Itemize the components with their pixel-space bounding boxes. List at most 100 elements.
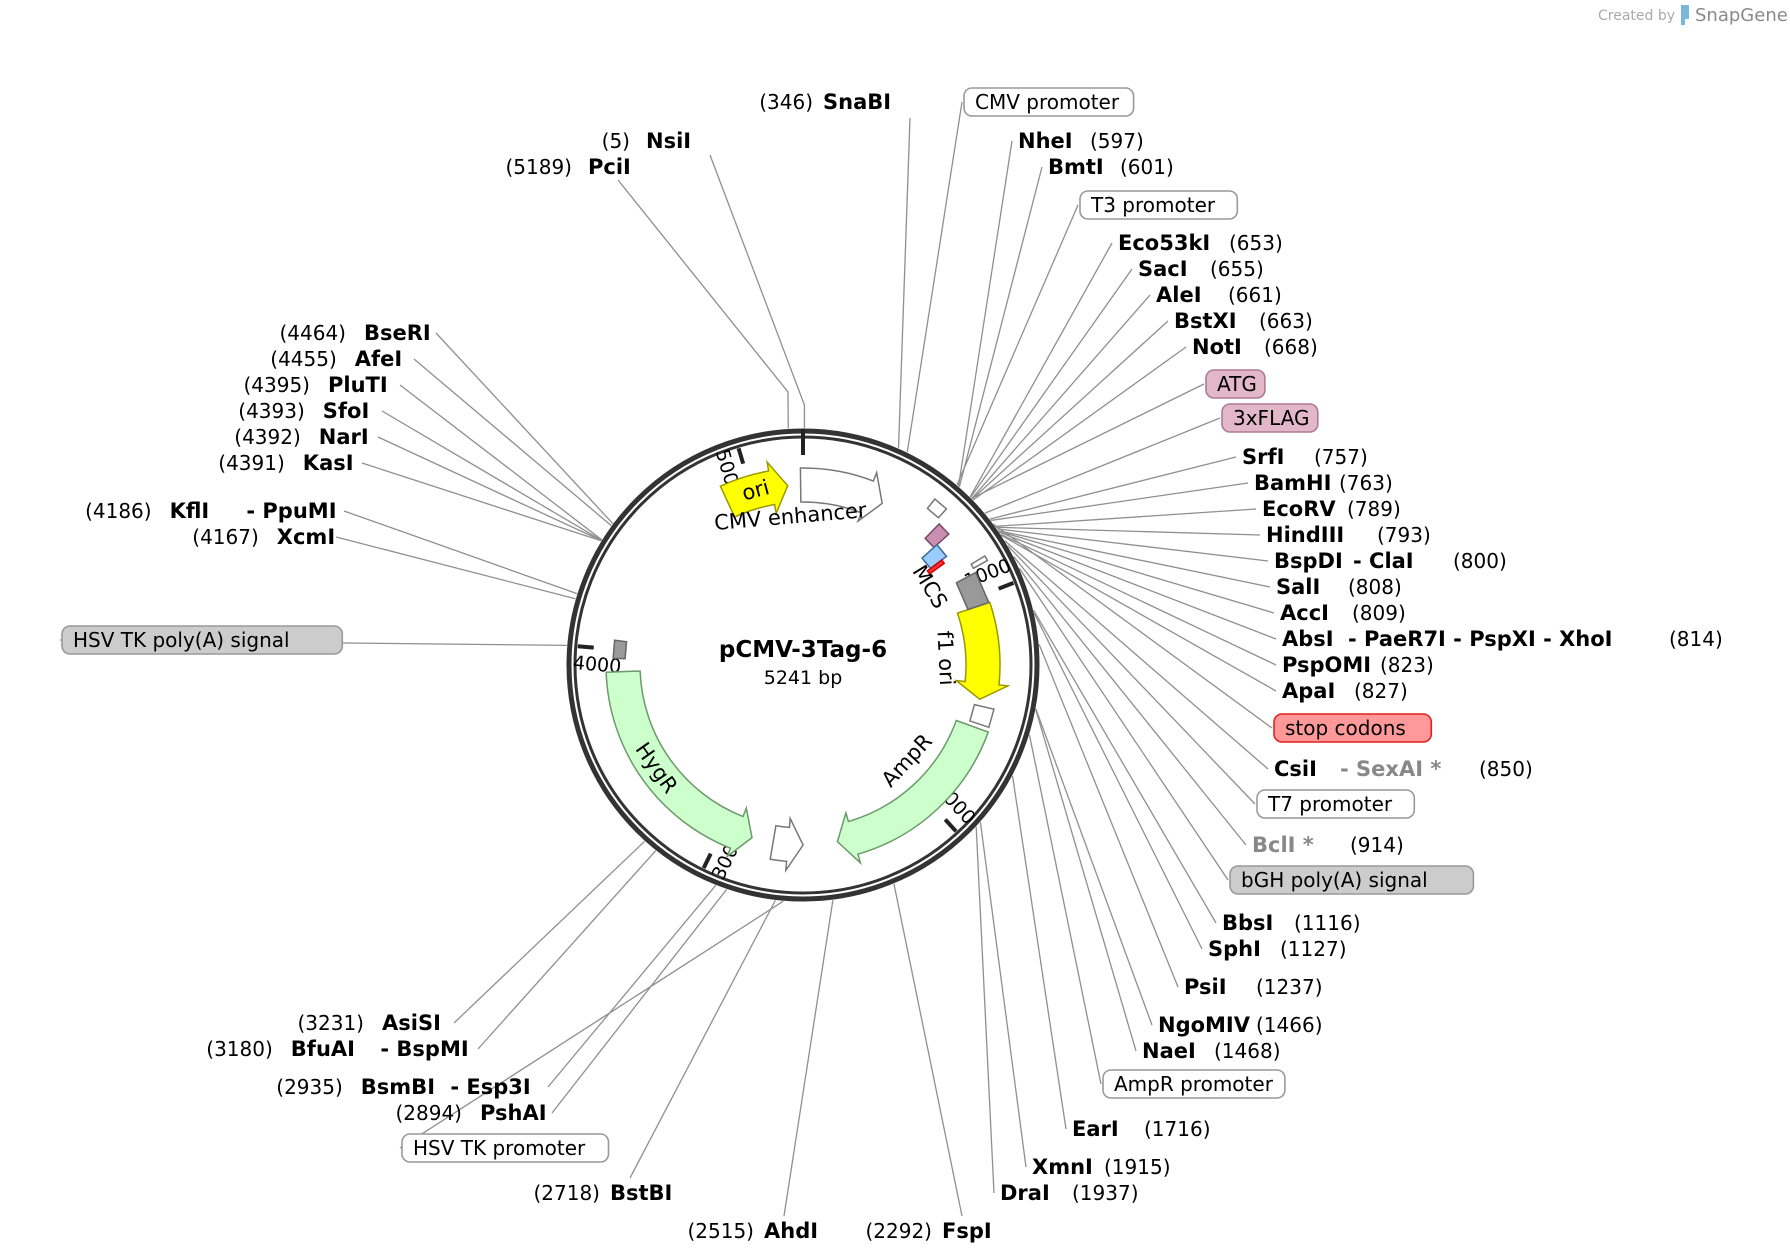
enzyme-alt-name: - Esp3I [450,1075,530,1099]
enzyme-name: SfoI [323,399,370,423]
enzyme-position: (1915) [1104,1155,1171,1179]
enzyme-label-csii: CsiI- SexAI *(850) [1274,757,1533,781]
enzyme-name: PspOMI [1282,653,1371,677]
enzyme-label-eari: EarI(1716) [1072,1117,1211,1141]
leader-line [1038,643,1179,988]
enzyme-position: (1237) [1256,975,1323,999]
enzyme-label-alei: AleI(661) [1156,283,1282,307]
enzyme-position: (4455) [270,347,337,371]
enzyme-position: (668) [1264,335,1318,359]
enzyme-label-drai: DraI(1937) [1000,1181,1139,1205]
leader-line [1018,568,1229,881]
feature-box-cmv-promoter: CMV promoter [963,87,1135,117]
credit-brand: SnapGene [1695,5,1788,26]
enzyme-alt-name: - PpuMI [246,499,336,523]
leader-line [971,294,1151,500]
leader-line [1028,734,1102,1085]
feature-box-hsv-tk-promoter: HSV TK promoter [401,1133,610,1163]
ruler-tick [997,581,1015,591]
enzyme-position: (763) [1339,471,1393,495]
enzyme-position: (4186) [85,499,152,523]
enzyme-name: PshAI [480,1101,547,1125]
feature-box-label: CMV promoter [975,90,1120,114]
enzyme-label-bfuai: BfuAI- BspMI(3180) [206,1037,468,1061]
enzyme-label-bamhi: BamHI (763) [1254,471,1393,495]
enzyme-label-sphi: SphI(1127) [1208,937,1347,961]
enzyme-label-kasi: KasI(4391) [218,451,353,475]
leader-line [897,117,911,449]
enzyme-position: (3180) [206,1037,273,1061]
feature-box-t3-promoter: T3 promoter [1079,190,1239,220]
feature-box-bgh-poly-a-signal: bGH poly(A) signal [1229,865,1475,895]
enzyme-name: AbsI [1282,627,1334,651]
enzyme-name: BstBI [610,1181,672,1205]
enzyme-label-ecorv: EcoRV(789) [1262,497,1401,521]
leader-line [1000,533,1277,666]
plasmid-name: pCMV-3Tag-6 [719,637,887,663]
leader-line [971,320,1169,500]
enzyme-name: SalI [1276,575,1320,599]
enzyme-position: (800) [1453,549,1507,573]
enzyme-name: BsmBI [361,1075,435,1099]
feature-box-3xflag: 3xFLAG [1221,403,1319,433]
ruler-tick [943,818,958,833]
leader-line [1013,556,1247,846]
enzyme-name: PluTI [328,373,388,397]
feature-box-label: ATG [1217,372,1257,396]
leader-line [1004,540,1269,770]
leader-line [547,884,717,1088]
leader-line [1035,708,1153,1026]
enzyme-label-hindiii: HindIII(793) [1266,523,1431,547]
enzyme-name: HindIII [1266,523,1344,547]
feature-box-label: T3 promoter [1090,193,1216,217]
enzyme-name: FspI [942,1219,992,1243]
enzyme-name: AsiSI [382,1011,441,1035]
feature-label-mcs: MCS [908,561,953,613]
feature-box-label: bGH poly(A) signal [1241,868,1428,892]
enzyme-position: (601) [1120,155,1174,179]
enzyme-position: (1116) [1294,911,1361,935]
enzyme-label-bcli: BclI *(914) [1252,833,1404,857]
enzyme-position: (661) [1228,283,1282,307]
feature-hsv-tk-promoter-arrow [769,815,804,874]
enzyme-position: (4167) [192,525,259,549]
enzyme-label-bseri: BseRI(4464) [279,321,430,345]
enzyme-position: (808) [1348,575,1402,599]
enzyme-label-psii: PsiI(1237) [1184,975,1323,999]
leader-line [990,482,1249,522]
leader-line [617,179,789,429]
feature-ori-arrow [719,459,789,519]
leader-line [377,436,602,542]
enzyme-label-saci: SacI(655) [1138,257,1264,281]
leader-line [999,531,1277,640]
enzyme-name: SacI [1138,257,1188,281]
feature-hygr-arrow [605,670,753,859]
leader-line [989,456,1237,520]
credit-prefix: Created by [1598,8,1675,24]
leader-line [1035,709,1137,1052]
feature-f1-ori-arrow [953,601,1011,701]
enzyme-label-eco53ki: Eco53kI(653) [1118,231,1283,255]
enzyme-name: BamHI [1254,471,1331,495]
enzyme-position: (653) [1229,231,1283,255]
enzyme-label-noti: NotI(668) [1192,335,1318,359]
enzyme-label-xmni: XmnI (1915) [1032,1155,1171,1179]
enzyme-name: BbsI [1222,911,1273,935]
leader-line [381,410,602,541]
enzyme-position: (663) [1259,309,1313,333]
enzyme-name: NheI [1018,129,1073,153]
feature-box-label: HSV TK promoter [413,1136,586,1160]
credit: Created by SnapGene [1598,5,1788,26]
enzyme-name: XmnI [1032,1155,1093,1179]
enzyme-position: (809) [1352,601,1406,625]
enzyme-label-sali: SalI (808) [1276,575,1402,599]
enzyme-name: DraI [1000,1181,1050,1205]
leader-line [1007,545,1256,805]
leader-line [958,166,1043,488]
leader-line [998,530,1271,588]
enzyme-position: (4391) [218,451,285,475]
leader-line [956,204,1079,486]
enzyme-label-apai: ApaI(827) [1282,679,1408,703]
feature-box-ampr-promoter: AmpR promoter [1102,1069,1286,1099]
enzyme-name: BfuAI [291,1037,355,1061]
